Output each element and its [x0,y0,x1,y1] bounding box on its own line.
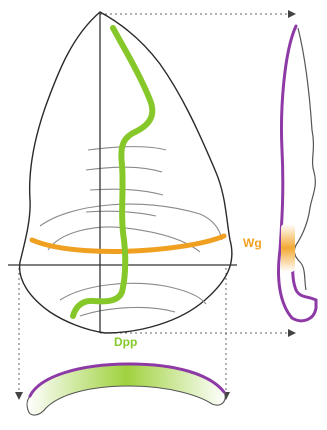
lateral-section-wg-gradient [281,224,295,272]
fold-lines [40,147,222,316]
lateral-section-inner-layer [294,28,315,290]
wg-label: Wg [243,236,262,250]
transverse-section-body [27,364,225,415]
lateral-cross-section [279,26,317,321]
lateral-section-purple-layer [279,26,317,321]
transverse-cross-section [27,364,225,415]
dpp-label: Dpp [114,335,137,349]
dpp-expression-stripe [73,28,152,316]
projection-lines [19,14,294,398]
